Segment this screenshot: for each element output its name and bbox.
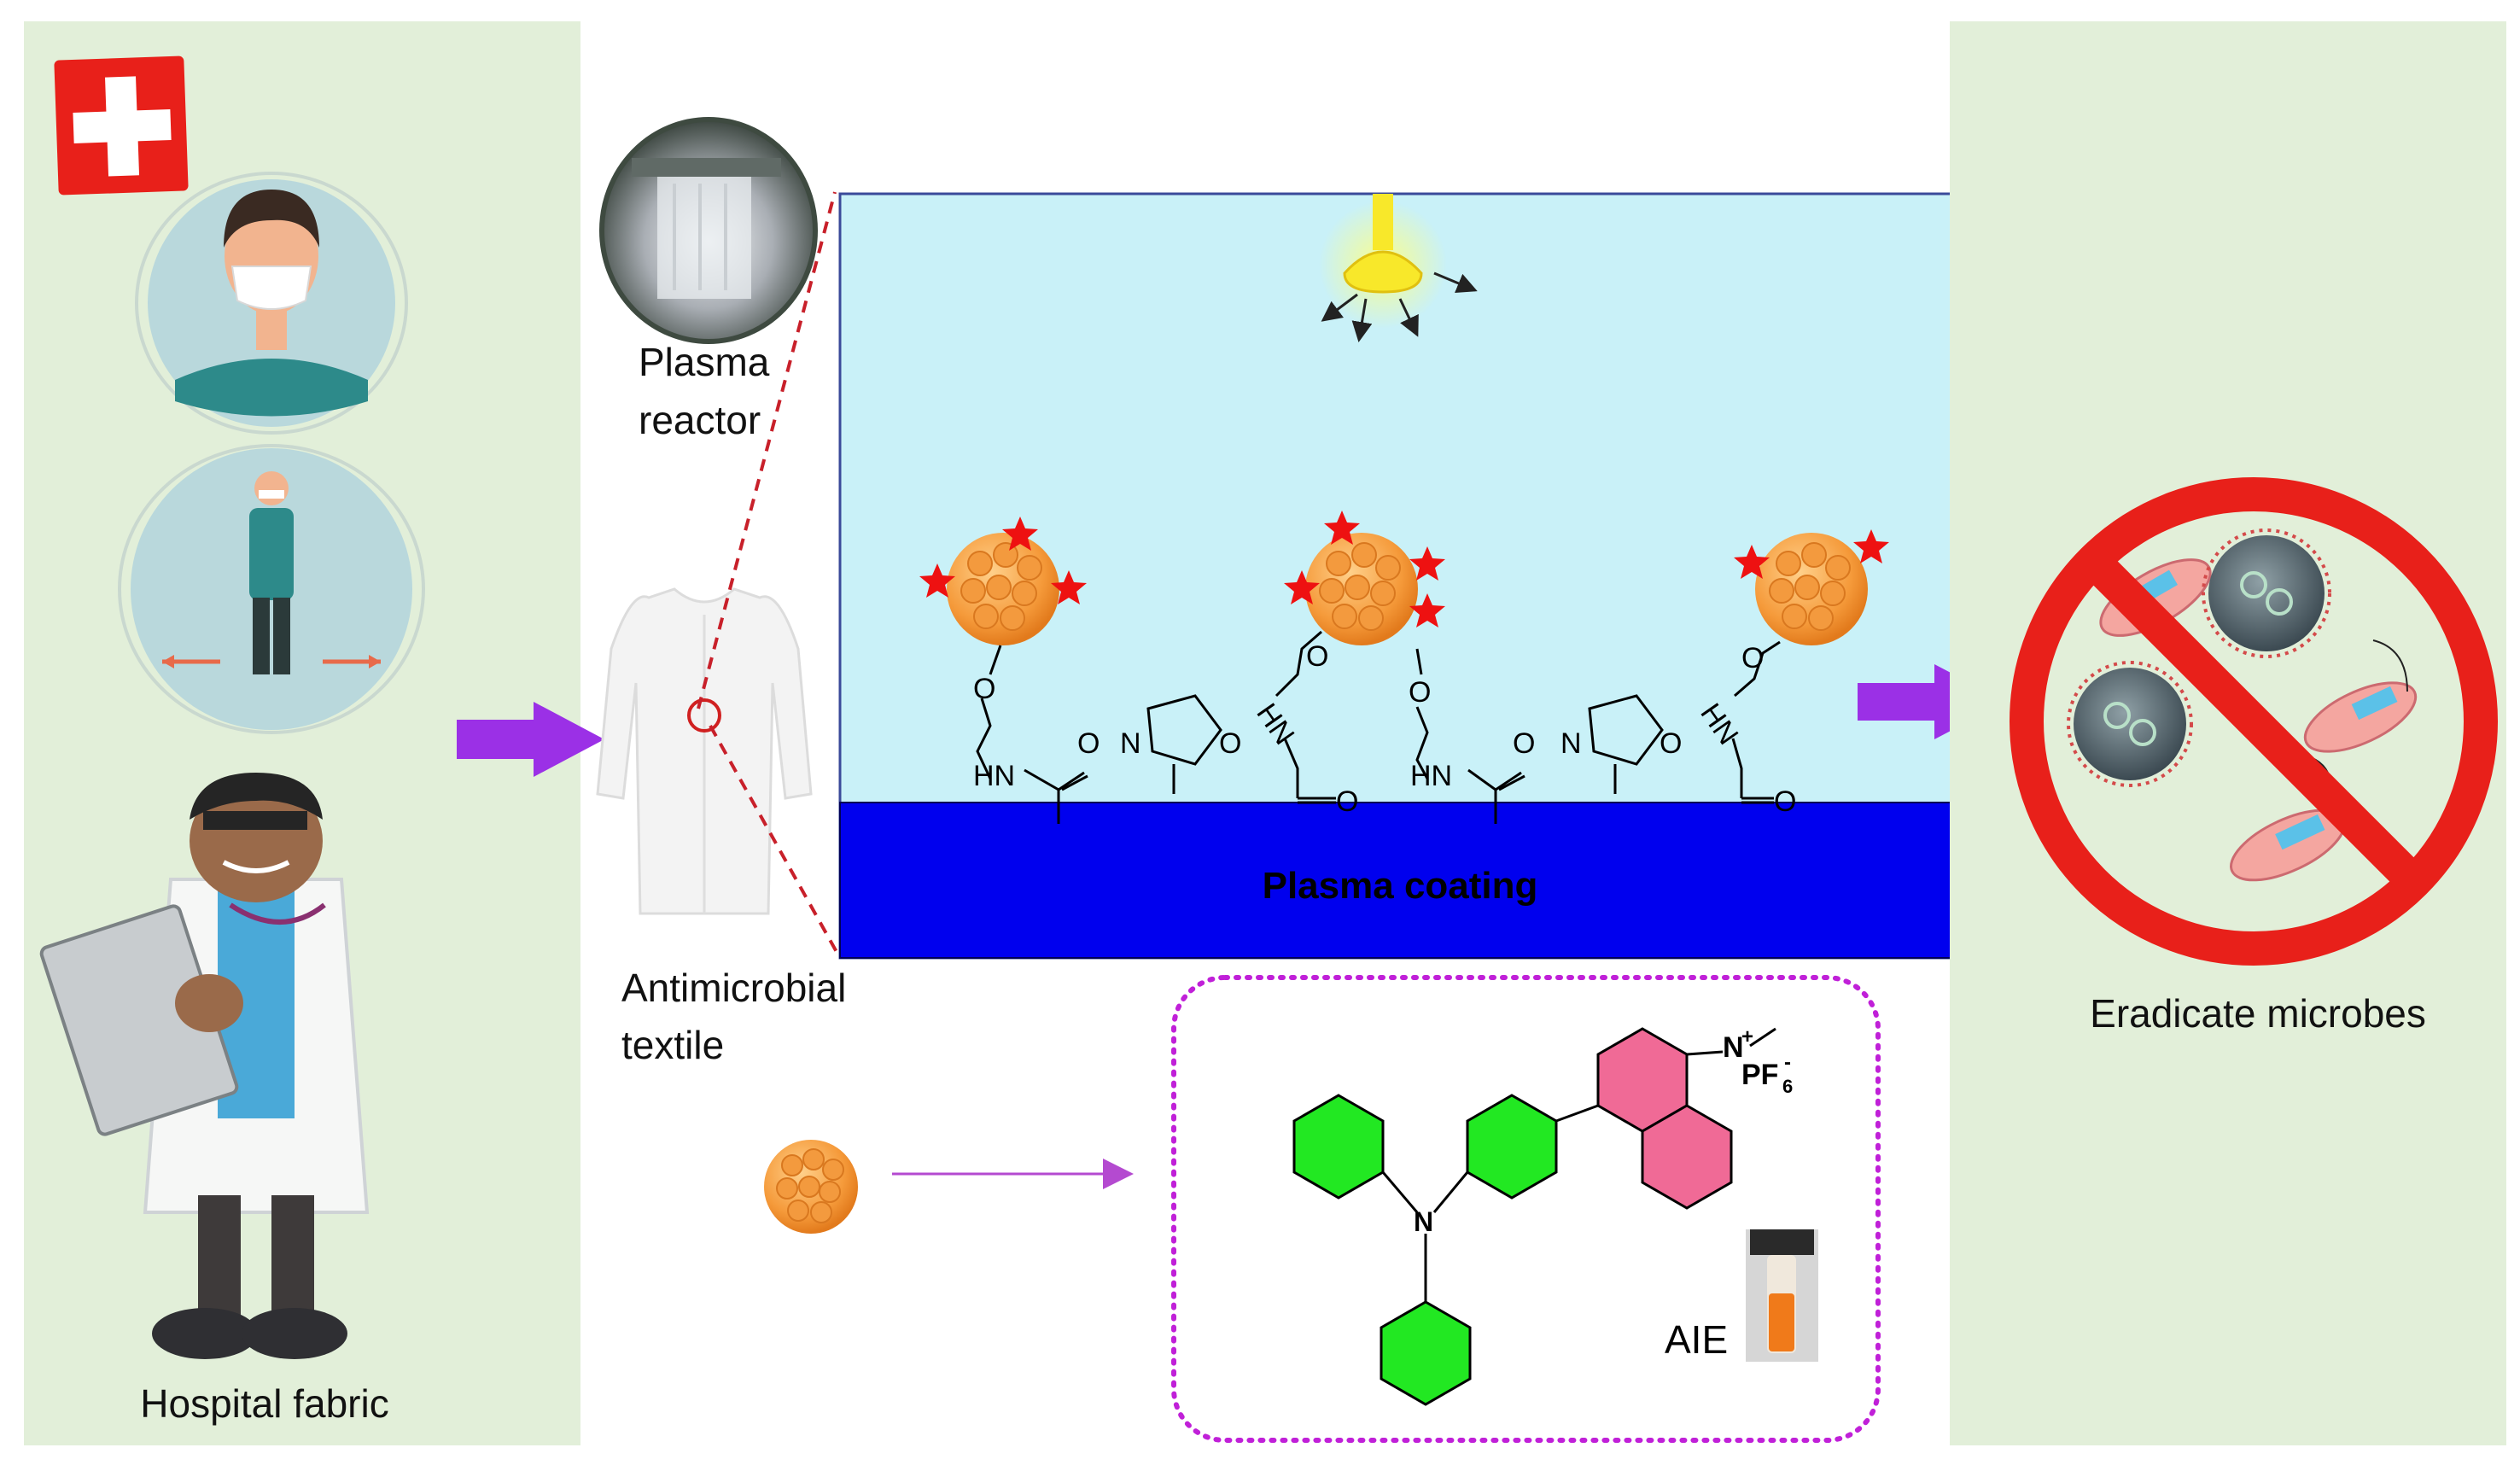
linker-carbonyl-o-label: O bbox=[1774, 785, 1796, 818]
amine-n-label: N bbox=[1414, 1206, 1433, 1237]
doctor-with-clipboard-icon bbox=[39, 773, 370, 1359]
virus-particle-icon bbox=[2202, 528, 2331, 658]
plasma-reactor-photo bbox=[599, 117, 818, 344]
cation-charge-label: + bbox=[1741, 1025, 1753, 1048]
linker-carbonyl-o-label: O bbox=[1513, 727, 1535, 760]
linker-hn-label: HN bbox=[973, 760, 1015, 792]
oxazoline-n-label: N bbox=[1120, 727, 1141, 760]
oxazoline-o-label: O bbox=[1219, 727, 1241, 760]
aie-structure-box bbox=[1171, 975, 1881, 1443]
prohibition-sign-icon bbox=[2010, 477, 2498, 966]
oxazoline-ring-1 bbox=[1146, 694, 1222, 794]
anion-charge-label: - bbox=[1784, 1051, 1791, 1074]
linker-chain-4 bbox=[1731, 640, 1781, 804]
plasma-coating-label: Plasma coating bbox=[1263, 865, 1538, 907]
oxazoline-ring-2 bbox=[1588, 694, 1664, 794]
linker-hn-label: HN bbox=[1410, 760, 1452, 792]
star-marker bbox=[919, 517, 1087, 604]
linker-chain-2 bbox=[1275, 630, 1336, 804]
pink-ring-lower bbox=[1641, 1104, 1733, 1210]
plasma-reactor-label-line2: reactor bbox=[639, 398, 761, 442]
anion-pf-label: PF bbox=[1741, 1059, 1778, 1091]
virus-particle-icon bbox=[2067, 661, 2193, 787]
oxazoline-n-label: N bbox=[1560, 727, 1582, 760]
phenyl-ring-left bbox=[1292, 1094, 1385, 1200]
cation-n-label: N bbox=[1723, 1031, 1744, 1064]
antimicrobial-textile-label-line2: textile bbox=[621, 1023, 724, 1067]
hospital-fabric-label: Hospital fabric bbox=[140, 1381, 388, 1426]
bacterium-icon bbox=[2303, 639, 2418, 753]
phenyl-ring-bottom bbox=[1380, 1300, 1472, 1406]
aie-label: AIE bbox=[1665, 1317, 1728, 1362]
linker-carbonyl-o-label: O bbox=[1077, 727, 1100, 760]
aie-molecule-structure bbox=[1292, 1027, 1776, 1406]
aie-nanoparticle-3 bbox=[1755, 533, 1868, 645]
oxazoline-o-label: O bbox=[1660, 727, 1682, 760]
linker-oxygen-label: O bbox=[973, 673, 995, 705]
process-arrow-left bbox=[457, 702, 604, 777]
light-bulb-icon bbox=[1319, 194, 1478, 342]
linker-chain-3 bbox=[1415, 648, 1525, 824]
phenyl-ring-middle bbox=[1466, 1094, 1558, 1200]
lab-coat-textile-icon bbox=[596, 587, 813, 915]
star-marker bbox=[1734, 529, 1889, 579]
linker-carbonyl-o-label: O bbox=[1336, 785, 1358, 818]
linker-oxygen-label: O bbox=[1306, 640, 1328, 673]
zoom-line-top bbox=[697, 191, 837, 709]
masked-person-portrait-icon bbox=[135, 172, 408, 435]
linker-oxygen-label: O bbox=[1741, 642, 1764, 674]
eradicate-microbes-label: Eradicate microbes bbox=[2090, 991, 2426, 1036]
aie-vial-photo bbox=[1746, 1229, 1818, 1362]
linker-oxygen-label: O bbox=[1409, 676, 1431, 709]
plasma-coating-layer bbox=[839, 802, 1952, 959]
plasma-reactor-label-line1: Plasma bbox=[639, 340, 770, 384]
aie-nanoparticle-2 bbox=[1305, 533, 1418, 645]
star-marker bbox=[1284, 511, 1445, 628]
medical-cross-icon bbox=[54, 55, 189, 196]
social-distance-person-icon bbox=[118, 444, 425, 734]
anion-subscript-label: 6 bbox=[1782, 1076, 1793, 1097]
aie-nanoparticle-legend bbox=[764, 1140, 858, 1234]
linker-chain-1 bbox=[976, 645, 1088, 824]
zoom-line-bottom bbox=[709, 725, 838, 953]
antimicrobial-textile-label-line1: Antimicrobial bbox=[621, 966, 846, 1010]
aie-nanoparticle-1 bbox=[947, 533, 1059, 645]
